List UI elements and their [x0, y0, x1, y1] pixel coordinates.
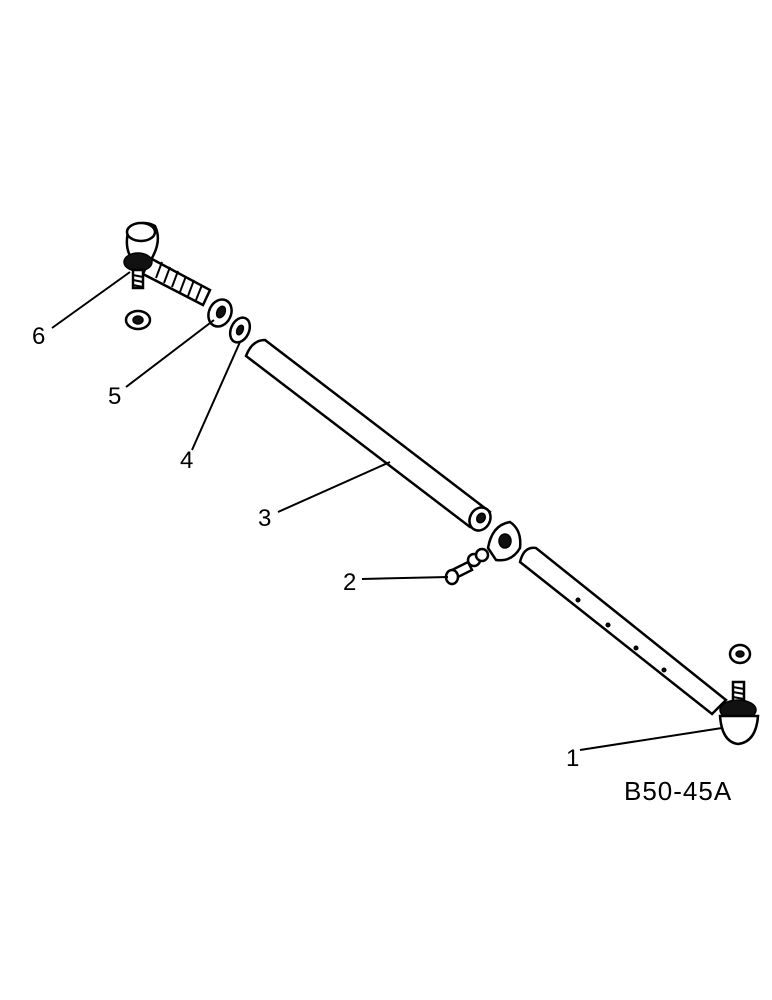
leader-4: [191, 341, 241, 451]
part-1-tie-rod-end-right: [718, 643, 760, 746]
leader-6: [51, 271, 131, 329]
callout-1: 1: [566, 745, 579, 772]
part-2-bolt: [444, 547, 490, 586]
leader-5: [125, 319, 215, 388]
right-shaft: [518, 546, 728, 716]
leader-lines: [51, 271, 723, 751]
callout-3: 3: [258, 505, 271, 532]
callout-5: 5: [108, 383, 121, 410]
leader-2: [361, 576, 449, 580]
part-3-tube: [244, 338, 492, 532]
leader-1: [579, 727, 723, 751]
figure-code: B50-45A: [624, 776, 732, 806]
part-6-tie-rod-end-left: [123, 221, 212, 331]
callout-2: 2: [343, 569, 356, 596]
leader-3: [277, 461, 391, 513]
callout-6: 6: [32, 323, 45, 350]
part-5-jam-nut: [207, 298, 233, 328]
part-4-washer: [228, 316, 252, 344]
callout-4: 4: [180, 447, 193, 474]
clamp-nut: [486, 520, 522, 562]
